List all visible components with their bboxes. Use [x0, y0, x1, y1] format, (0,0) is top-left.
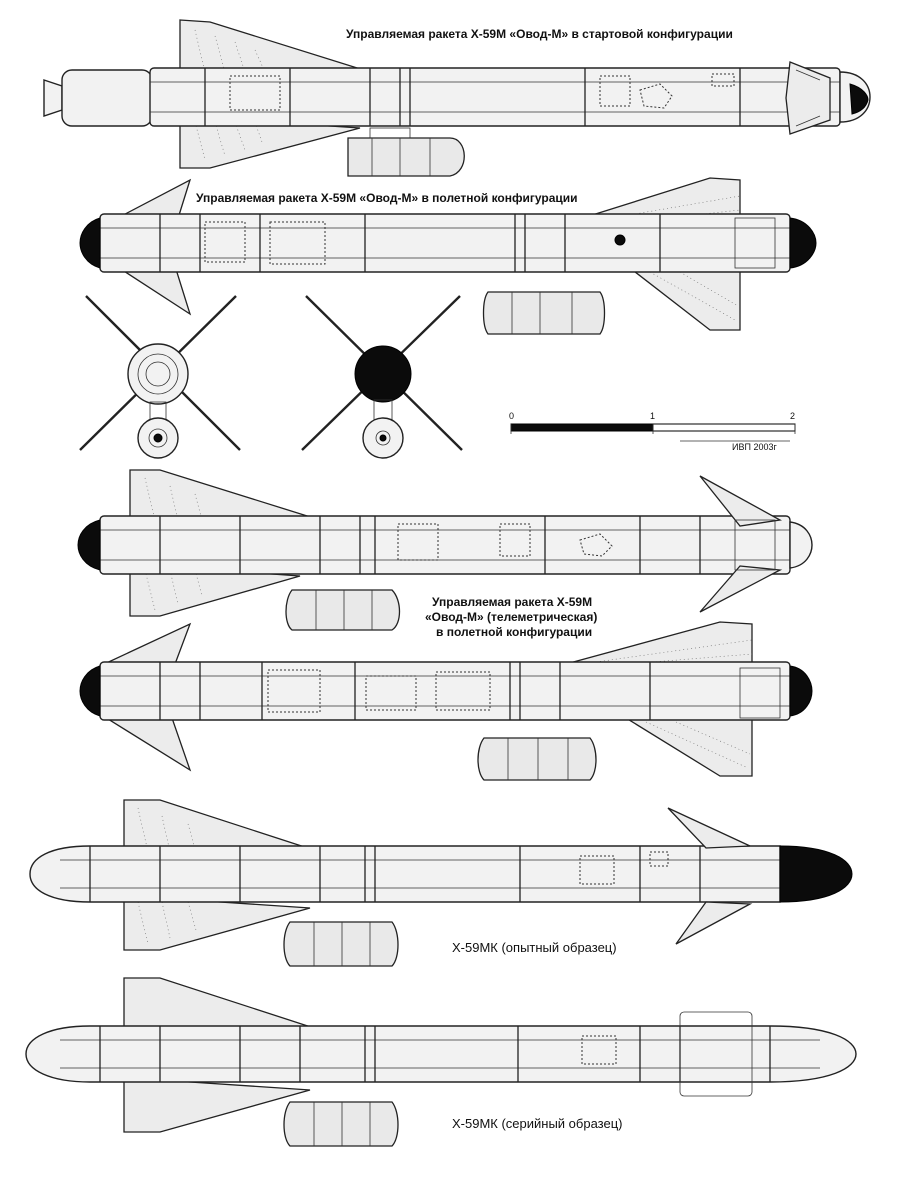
nose-cone-4 — [789, 665, 813, 717]
intake-fairing — [679, 1011, 753, 1097]
canard-lower-5 — [675, 901, 753, 945]
tail-cap-3 — [77, 519, 101, 571]
missile-body-2 — [99, 213, 791, 273]
tail-cap — [79, 217, 101, 269]
caption-telemetry: Управляемая ракета Х-59М «Овод-М» (телем… — [425, 595, 597, 639]
scale-tick-2: 2 — [790, 411, 795, 421]
engine-nozzle — [43, 79, 63, 117]
canard-upper-5 — [667, 807, 751, 849]
missile-launch-config: Управляемая ракета Х-59М «Овод-М» в стар… — [43, 19, 871, 177]
scale-tick-0: 0 — [509, 411, 514, 421]
missile-telemetry-flight — [79, 621, 813, 781]
ventral-pod — [347, 137, 465, 177]
ventral-pod-6 — [283, 1101, 399, 1147]
scale-credit: ИВП 2003г — [732, 442, 777, 452]
wing-lower-5 — [123, 897, 311, 951]
booster-section — [61, 69, 153, 127]
nose-cone-3 — [789, 521, 813, 569]
canard-upper-3 — [699, 475, 782, 527]
caption-telemetry-line3: в полетной конфигурации — [436, 625, 592, 639]
missile-telemetry-upper — [77, 469, 813, 631]
ventral-pod-4 — [477, 737, 597, 781]
front-view-rear — [79, 295, 241, 459]
ventral-pod-5 — [283, 921, 399, 967]
caption-telemetry-line2: «Овод-М» (телеметрическая) — [425, 610, 597, 624]
missile-mk-serial: Х-59МК (серийный образец) — [25, 977, 857, 1147]
scale-bar: 0 1 2 ИВП 2003г — [509, 411, 796, 452]
caption-telemetry-line1: Управляемая ракета Х-59М — [432, 595, 592, 609]
missile-body — [149, 67, 841, 127]
caption-mk-serial: Х-59МК (серийный образец) — [452, 1116, 623, 1131]
wing-lower-6 — [123, 1079, 311, 1133]
tail-cap-4 — [79, 665, 101, 717]
nose-cone-2 — [789, 217, 817, 269]
front-view-nose — [301, 295, 463, 459]
ventral-pod-3 — [285, 589, 401, 631]
ventral-pod-2 — [482, 291, 606, 335]
wing-lower-4 — [623, 711, 753, 777]
missile-flight-config: Управляемая ракета Х-59М «Овод-М» в поле… — [79, 177, 817, 335]
canard-lower-3 — [699, 565, 783, 613]
missile-body-3 — [99, 515, 791, 575]
missile-body-4 — [99, 661, 791, 721]
caption-flight-config: Управляемая ракета Х-59М «Овод-М» в поле… — [196, 191, 578, 205]
missile-body-6 — [25, 1025, 857, 1083]
caption-mk-prototype: Х-59МК (опытный образец) — [452, 940, 617, 955]
missile-mk-prototype: Х-59МК (опытный образец) — [29, 799, 853, 967]
nose-cone-5 — [779, 845, 853, 903]
caption-launch-config: Управляемая ракета Х-59М «Овод-М» в стар… — [346, 27, 733, 41]
scale-tick-1: 1 — [650, 411, 655, 421]
